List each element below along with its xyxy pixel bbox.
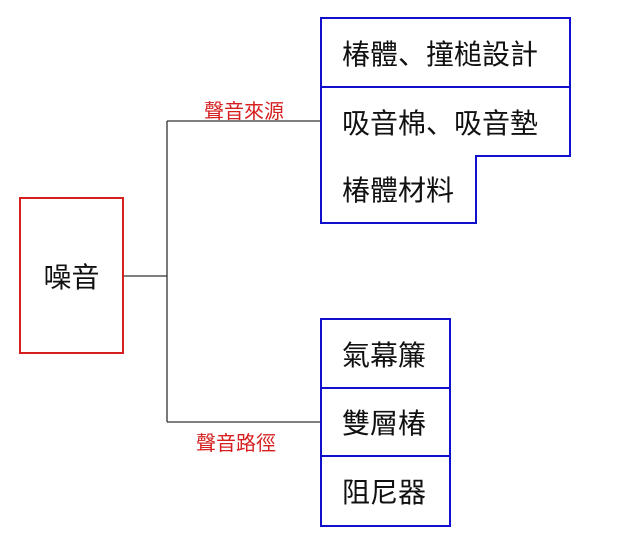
leaf-node: 吸音棉、吸音墊 (322, 88, 569, 157)
leaf-node: 阻尼器 (322, 457, 449, 527)
leaf-node: 椿體材料 (322, 155, 475, 224)
leaf-node: 氣幕簾 (322, 320, 449, 389)
leaf-node: 椿體、撞槌設計 (322, 19, 569, 88)
leaf-label: 椿體材料 (342, 173, 455, 207)
sound-source-group-tail: 椿體材料 (320, 155, 477, 224)
root-label: 噪音 (43, 260, 100, 294)
sound-path-group: 氣幕簾 雙層椿 阻尼器 (320, 318, 451, 527)
leaf-label: 阻尼器 (342, 476, 427, 509)
root-node: 噪音 (19, 197, 124, 354)
sound-source-group: 椿體、撞槌設計 吸音棉、吸音墊 (320, 17, 571, 157)
branch-label-sound-path: 聲音路徑 (196, 431, 276, 455)
leaf-node: 雙層椿 (322, 389, 449, 457)
leaf-label: 氣幕簾 (342, 338, 427, 372)
leaf-label: 吸音棉、吸音墊 (342, 106, 539, 140)
leaf-label: 椿體、撞槌設計 (342, 37, 539, 71)
leaf-label: 雙層椿 (342, 407, 427, 440)
branch-label-sound-source: 聲音來源 (204, 99, 284, 123)
